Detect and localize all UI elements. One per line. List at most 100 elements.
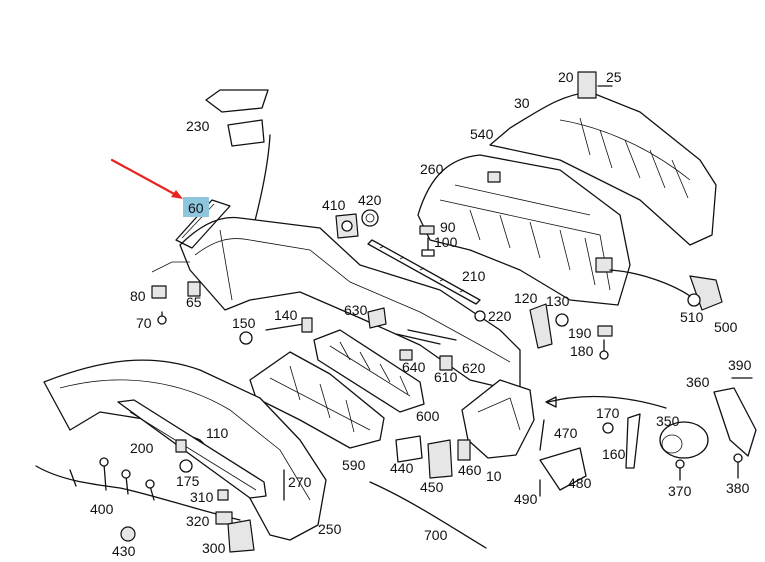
- label-430[interactable]: 430: [112, 543, 136, 559]
- label-130[interactable]: 130: [546, 293, 570, 309]
- label-310[interactable]: 310: [190, 489, 214, 505]
- label-630[interactable]: 630: [344, 302, 368, 318]
- label-360[interactable]: 360: [686, 374, 710, 390]
- label-460[interactable]: 460: [458, 462, 482, 478]
- label-600[interactable]: 600: [416, 408, 440, 424]
- bracket-120[interactable]: [529, 303, 553, 349]
- label-200[interactable]: 200: [130, 440, 154, 456]
- rod-640[interactable]: [395, 333, 441, 361]
- rail-210[interactable]: [367, 239, 481, 305]
- label-620[interactable]: 620: [462, 360, 486, 376]
- label-390[interactable]: 390: [728, 357, 752, 373]
- bumper-cover[interactable]: [179, 216, 521, 393]
- grille-480[interactable]: [539, 447, 587, 491]
- label-260[interactable]: 260: [420, 161, 444, 177]
- label-10[interactable]: 10: [486, 468, 502, 484]
- clip-130[interactable]: [555, 313, 569, 327]
- clip-470[interactable]: [539, 419, 545, 451]
- label-180[interactable]: 180: [570, 343, 594, 359]
- lamp-160[interactable]: [625, 413, 641, 469]
- label-80[interactable]: 80: [130, 288, 146, 304]
- bracket-630[interactable]: [367, 307, 387, 329]
- label-70[interactable]: 70: [136, 315, 152, 331]
- bracket-620[interactable]: [439, 355, 453, 371]
- clip-175[interactable]: [179, 459, 193, 473]
- rod-610[interactable]: [407, 329, 457, 341]
- sensor-410[interactable]: [335, 213, 359, 239]
- label-410[interactable]: 410: [322, 197, 346, 213]
- clip-65[interactable]: [187, 281, 201, 297]
- screw-70[interactable]: [157, 311, 167, 325]
- bolt-370[interactable]: [675, 459, 685, 481]
- screw-180[interactable]: [599, 339, 609, 360]
- cable-700[interactable]: [369, 481, 487, 549]
- label-540[interactable]: 540: [470, 126, 494, 142]
- label-100[interactable]: 100: [434, 234, 458, 250]
- washer-220[interactable]: [474, 310, 486, 322]
- clip-460[interactable]: [457, 439, 471, 461]
- label-300[interactable]: 300: [202, 540, 226, 556]
- wiring-harness-400[interactable]: [35, 457, 241, 521]
- ring-420[interactable]: [361, 209, 379, 227]
- label-250[interactable]: 250: [318, 521, 342, 537]
- label-110[interactable]: 110: [206, 425, 229, 441]
- washer-150[interactable]: [239, 331, 253, 345]
- label-65[interactable]: 65: [186, 294, 202, 310]
- carrier-600[interactable]: [313, 329, 425, 413]
- label-90[interactable]: 90: [440, 219, 456, 235]
- bracket-300[interactable]: [227, 519, 255, 553]
- label-25[interactable]: 25: [606, 69, 622, 85]
- diffuser-110[interactable]: [117, 399, 267, 499]
- label-510[interactable]: 510: [680, 309, 704, 325]
- label-380[interactable]: 380: [726, 480, 750, 496]
- label-30[interactable]: 30: [514, 95, 530, 111]
- label-60[interactable]: 60: [188, 200, 204, 216]
- label-420[interactable]: 420: [358, 192, 382, 208]
- clip-170[interactable]: [602, 422, 614, 434]
- label-320[interactable]: 320: [186, 513, 210, 529]
- connector-450[interactable]: [427, 439, 453, 479]
- label-640[interactable]: 640: [402, 359, 426, 375]
- label-480[interactable]: 480: [568, 475, 592, 491]
- module-440[interactable]: [395, 435, 423, 463]
- clip-190[interactable]: [597, 325, 613, 337]
- label-470[interactable]: 470: [554, 425, 578, 441]
- label-270[interactable]: 270: [288, 474, 312, 490]
- label-190[interactable]: 190: [568, 325, 592, 341]
- bolt-140[interactable]: [265, 317, 313, 333]
- sensor-430[interactable]: [120, 526, 136, 542]
- label-170[interactable]: 170: [596, 405, 620, 421]
- absorber-590[interactable]: [249, 351, 385, 449]
- bolt-380[interactable]: [733, 453, 743, 479]
- tow-hook-cover-350[interactable]: [659, 421, 709, 459]
- clip-310[interactable]: [217, 489, 229, 501]
- label-150[interactable]: 150: [232, 315, 256, 331]
- label-440[interactable]: 440: [390, 460, 414, 476]
- nut-100[interactable]: [421, 237, 435, 257]
- label-230[interactable]: 230: [186, 118, 210, 134]
- clip-80[interactable]: [151, 285, 167, 299]
- label-500[interactable]: 500: [714, 319, 738, 335]
- label-350[interactable]: 350: [656, 413, 680, 429]
- label-220[interactable]: 220: [488, 308, 512, 324]
- label-450[interactable]: 450: [420, 479, 444, 495]
- corner-panel-10[interactable]: [461, 379, 535, 459]
- label-120[interactable]: 120: [514, 290, 538, 306]
- clip-320[interactable]: [215, 511, 233, 525]
- sensor-200[interactable]: [175, 439, 187, 453]
- label-590[interactable]: 590: [342, 457, 366, 473]
- label-160[interactable]: 160: [602, 446, 626, 462]
- label-210[interactable]: 210: [462, 268, 486, 284]
- label-370[interactable]: 370: [668, 483, 692, 499]
- label-700[interactable]: 700: [424, 527, 448, 543]
- label-610[interactable]: 610: [434, 369, 458, 385]
- cover-230[interactable]: [205, 89, 269, 147]
- clip-20[interactable]: [577, 71, 597, 99]
- bumper-carrier-260[interactable]: [417, 154, 631, 306]
- ring-510[interactable]: [687, 293, 701, 307]
- label-400[interactable]: 400: [90, 501, 114, 517]
- label-20[interactable]: 20: [558, 69, 574, 85]
- label-140[interactable]: 140: [274, 307, 298, 323]
- bracket-360[interactable]: [713, 387, 757, 457]
- label-175[interactable]: 175: [176, 473, 200, 489]
